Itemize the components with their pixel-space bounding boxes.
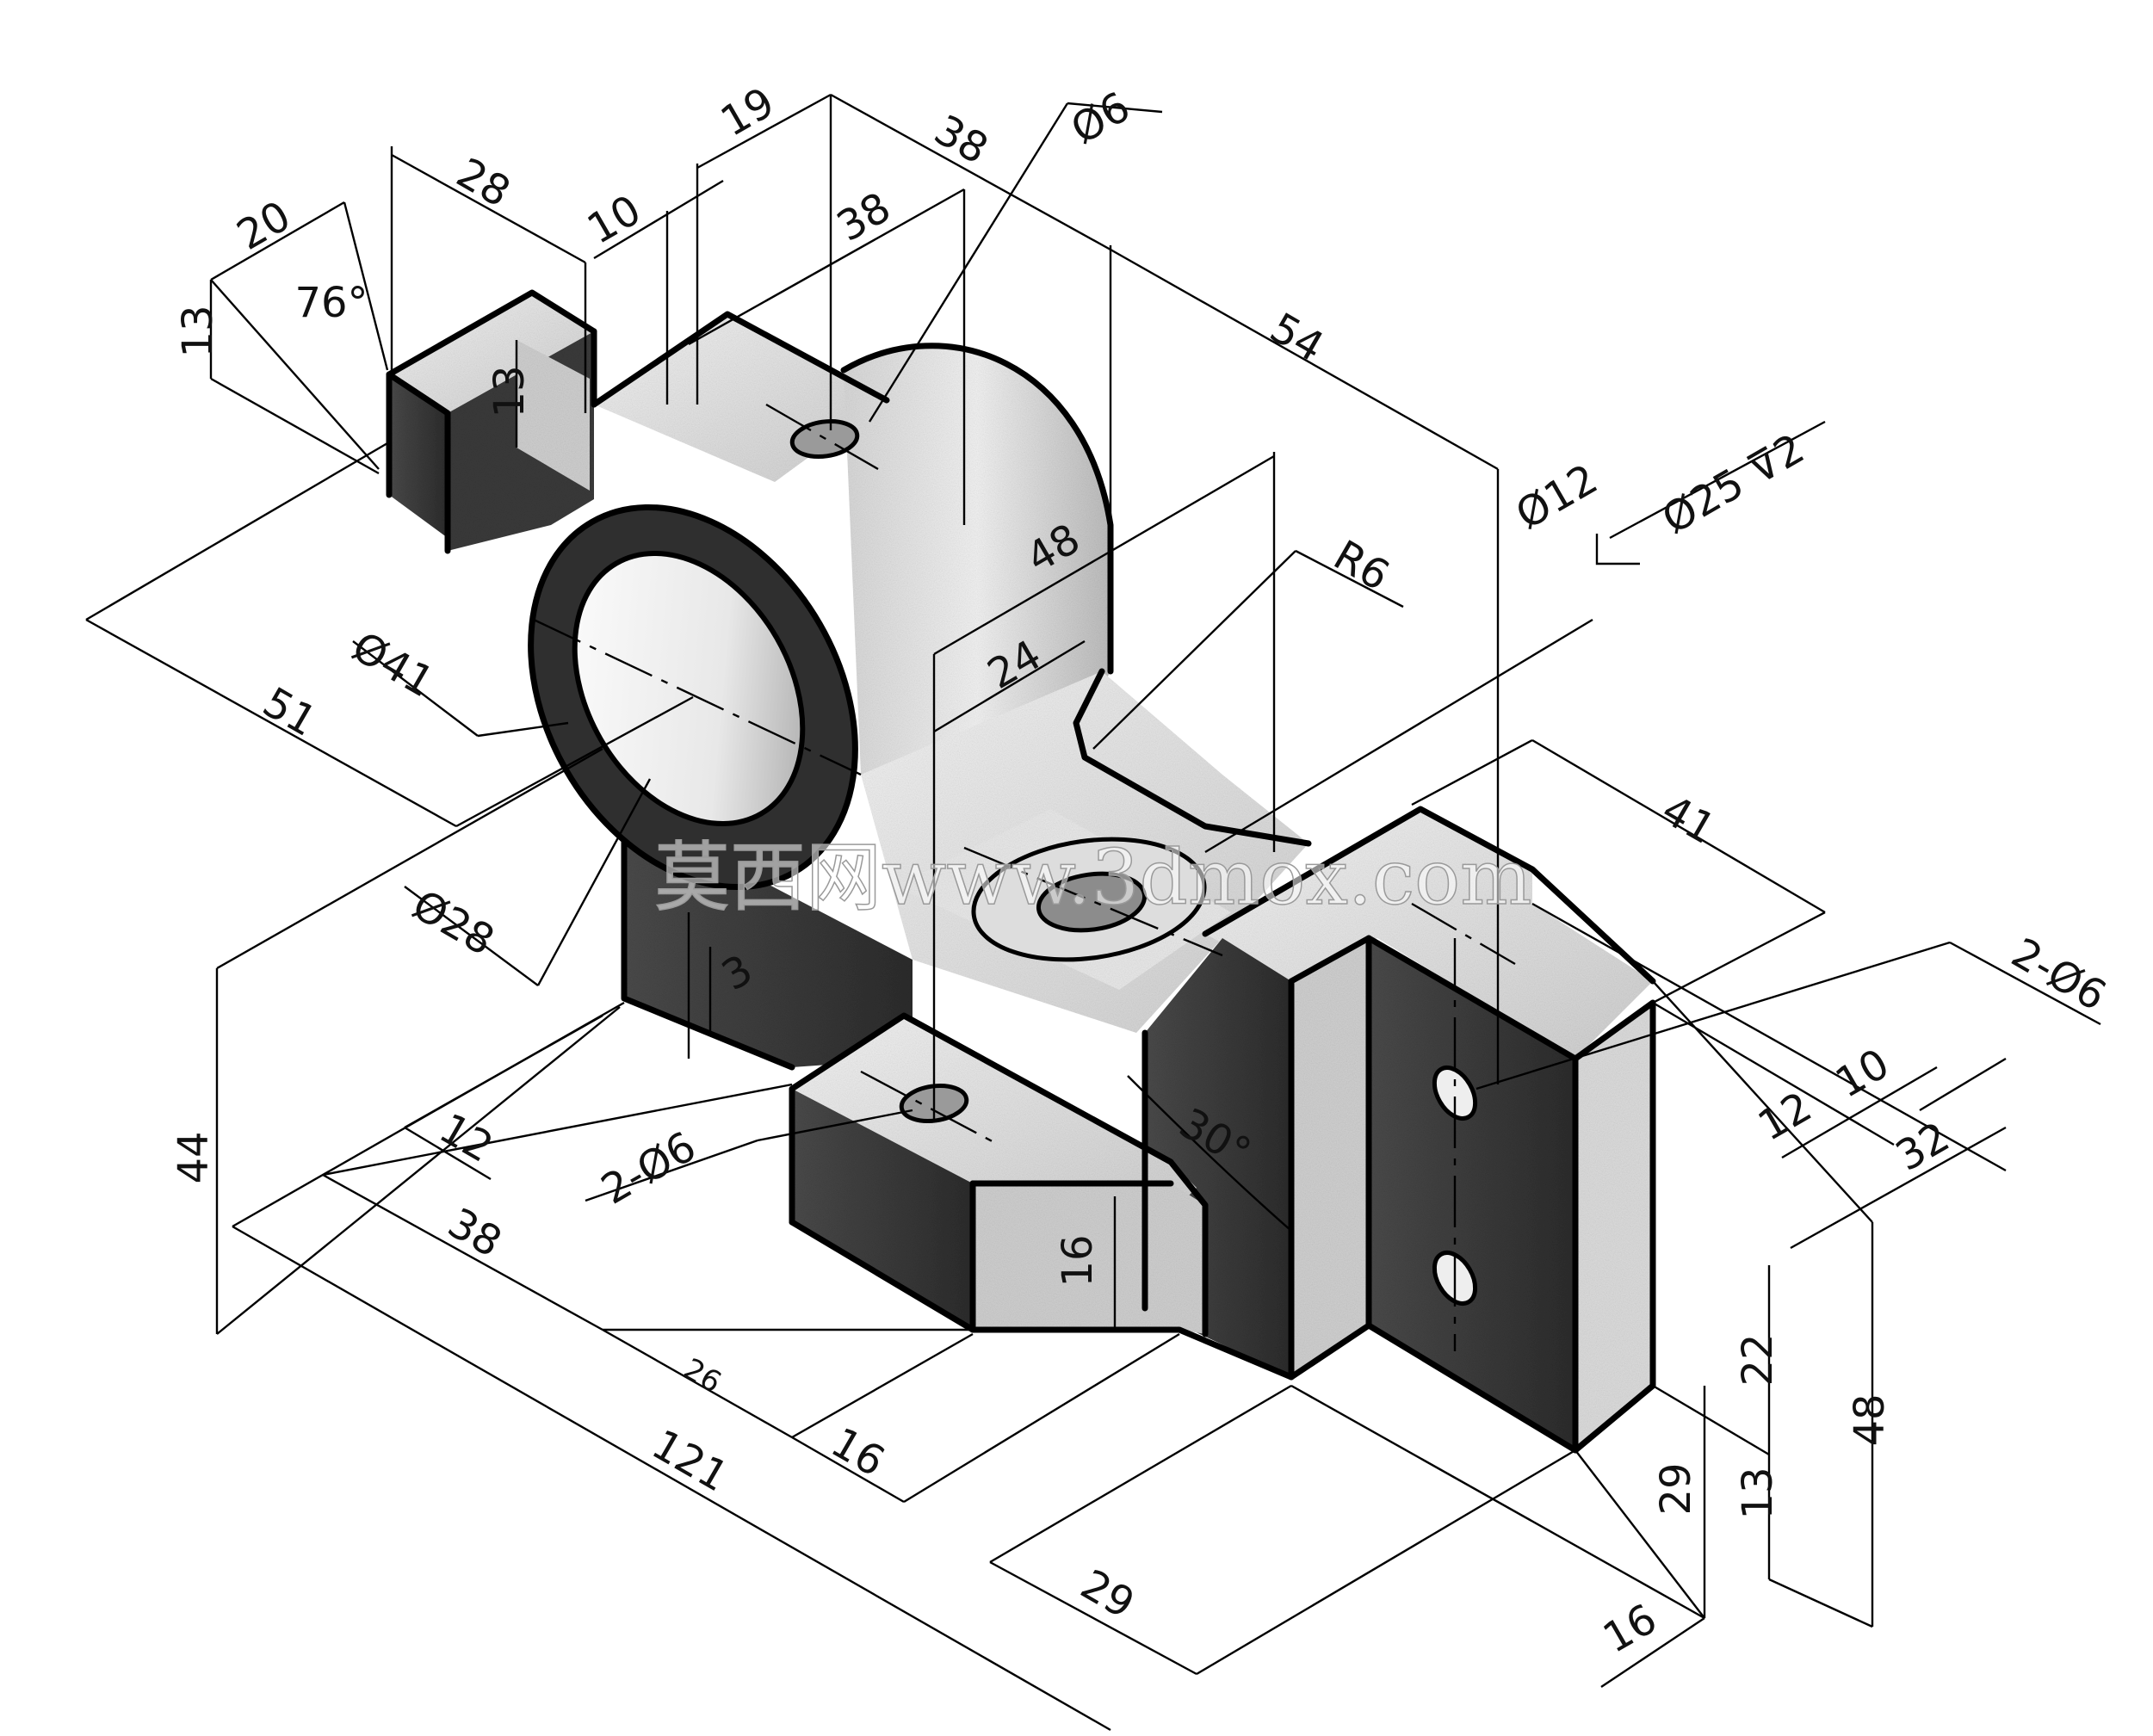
dimension-label-d51: 51 [255,678,325,746]
right-flange-light [1291,938,1369,1377]
right-flange-end [1575,1003,1653,1450]
dimension-label-d54: 54 [1262,304,1332,372]
dimension-label-d41b: 41 [1654,786,1723,854]
dimension-label-d76: 76° [294,279,368,327]
center-lines [533,403,1516,1351]
dimension-label-d20: 20 [229,192,299,260]
dimension-label-d13a: 13 [174,305,222,357]
dimension-label-d16b: 16 [823,1418,893,1486]
dimension-label-d6: Ø6 [1063,83,1138,154]
dimension-label-d19: 19 [713,78,783,146]
holes [789,419,1478,1306]
dimension-label-d10: 10 [579,186,649,254]
dimension-label-d28: 28 [449,149,518,217]
dimension-label-d22: 22 [1734,1333,1782,1386]
dimension-lines [85,93,2101,1732]
right-flange-dark [1369,938,1575,1450]
dimension-label-d41a: Ø41 [344,622,442,707]
left-block-front [389,374,448,538]
dimension-label-d38b: 38 [829,183,899,251]
part-outlines [386,289,1656,1454]
dimension-label-dR6: R6 [1326,531,1397,600]
counterbore-inner [1036,871,1148,933]
left-block-top [389,293,594,413]
dimension-label-d26: 26 [677,1352,727,1400]
dimension-label-d28b: Ø28 [405,880,503,965]
foot-top [792,1016,1197,1214]
dimension-label-d13c: 13 [1734,1467,1782,1519]
dimension-label-d44: 44 [170,1131,218,1183]
dimension-label-d32: 32 [1888,1113,1958,1181]
bore-inner [572,551,806,826]
tongue-top [594,314,887,482]
dimension-label-d12: Ø12 [1508,454,1606,539]
dimension-label-d2o6a: 2-Ø6 [2003,929,2114,1021]
dimension-label-d29a: 29 [1652,1462,1700,1515]
dimension-label-d13b: 13 [486,365,534,417]
dimension-label-d25: Ø25 ⊽2 [1655,424,1813,543]
dimension-label-d16a: 16 [1054,1234,1102,1287]
dimension-label-d2o6b: 2-Ø6 [593,1122,704,1214]
watermark-text: 莫西网www.3dmox.com [654,833,1532,922]
dimension-label-d38a: 38 [926,106,996,174]
dimension-label-d12b: 12 [431,1104,501,1172]
dimension-label-d38c: 38 [440,1199,510,1267]
dimension-label-d48b: 48 [1846,1393,1894,1446]
dimension-label-d29b: 29 [1073,1560,1142,1628]
flange-hole-upper [1432,1066,1478,1121]
foot-front [792,1089,973,1330]
slot-inner [517,340,590,491]
cylinder-body [844,345,1111,779]
